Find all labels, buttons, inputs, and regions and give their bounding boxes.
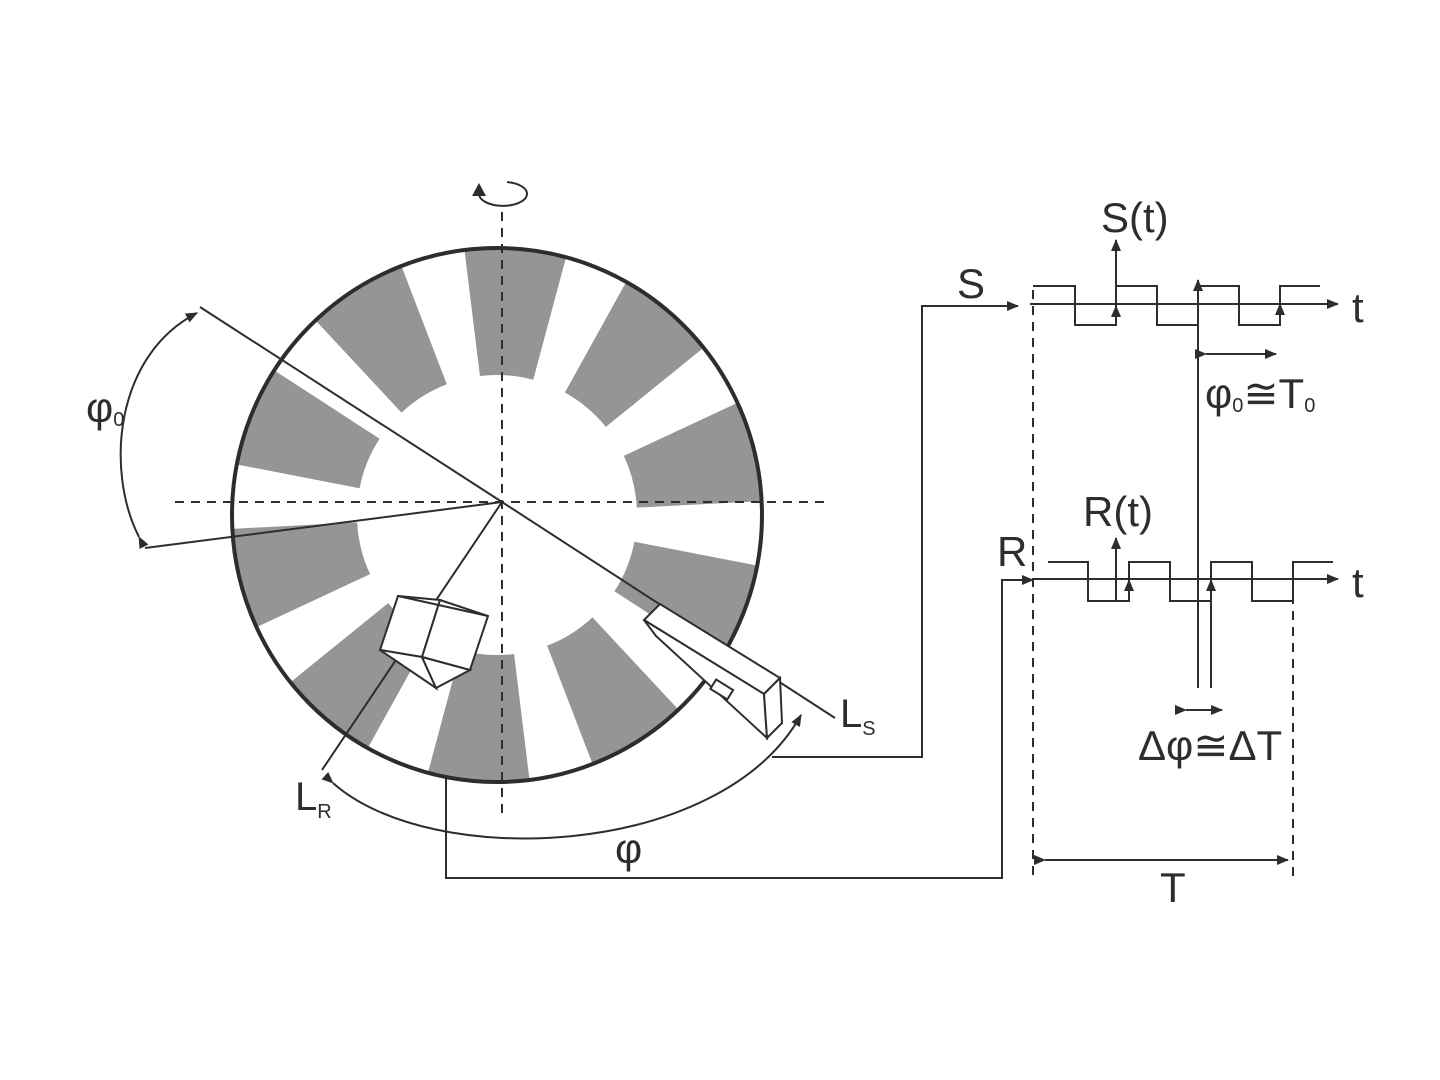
s-of-t-label: S(t) <box>1101 194 1169 241</box>
disc-segment <box>272 207 447 413</box>
phi0-arc-arrow <box>121 313 197 537</box>
encoder-disc <box>167 185 826 845</box>
phi0-label: φ0 <box>86 384 124 431</box>
r-wire-label: R <box>997 528 1027 575</box>
disc-segments <box>167 185 826 845</box>
disc-segment <box>457 185 583 380</box>
t-bottom-label: t <box>1352 559 1364 606</box>
phi-arc-arrow <box>333 715 801 838</box>
period-label: T <box>1160 864 1186 911</box>
phi-label: φ <box>615 825 642 872</box>
r-of-t-label: R(t) <box>1083 488 1153 535</box>
delta-label: Δφ≅ΔT <box>1138 722 1282 769</box>
lr-label: LR <box>295 775 332 823</box>
rotation-arrow-icon <box>472 182 527 206</box>
disc-segment <box>565 226 754 427</box>
s-waveform <box>1033 286 1320 325</box>
disc-segment <box>173 335 380 488</box>
ls-label: LS <box>840 692 876 740</box>
s-signal-wire <box>772 306 1018 757</box>
s-wire-label: S <box>957 260 985 307</box>
disc-segment <box>624 376 827 508</box>
r-waveform <box>1048 562 1333 601</box>
phi0-t0-label: φ0≅T0 <box>1205 370 1315 417</box>
t-top-label: t <box>1352 284 1364 331</box>
